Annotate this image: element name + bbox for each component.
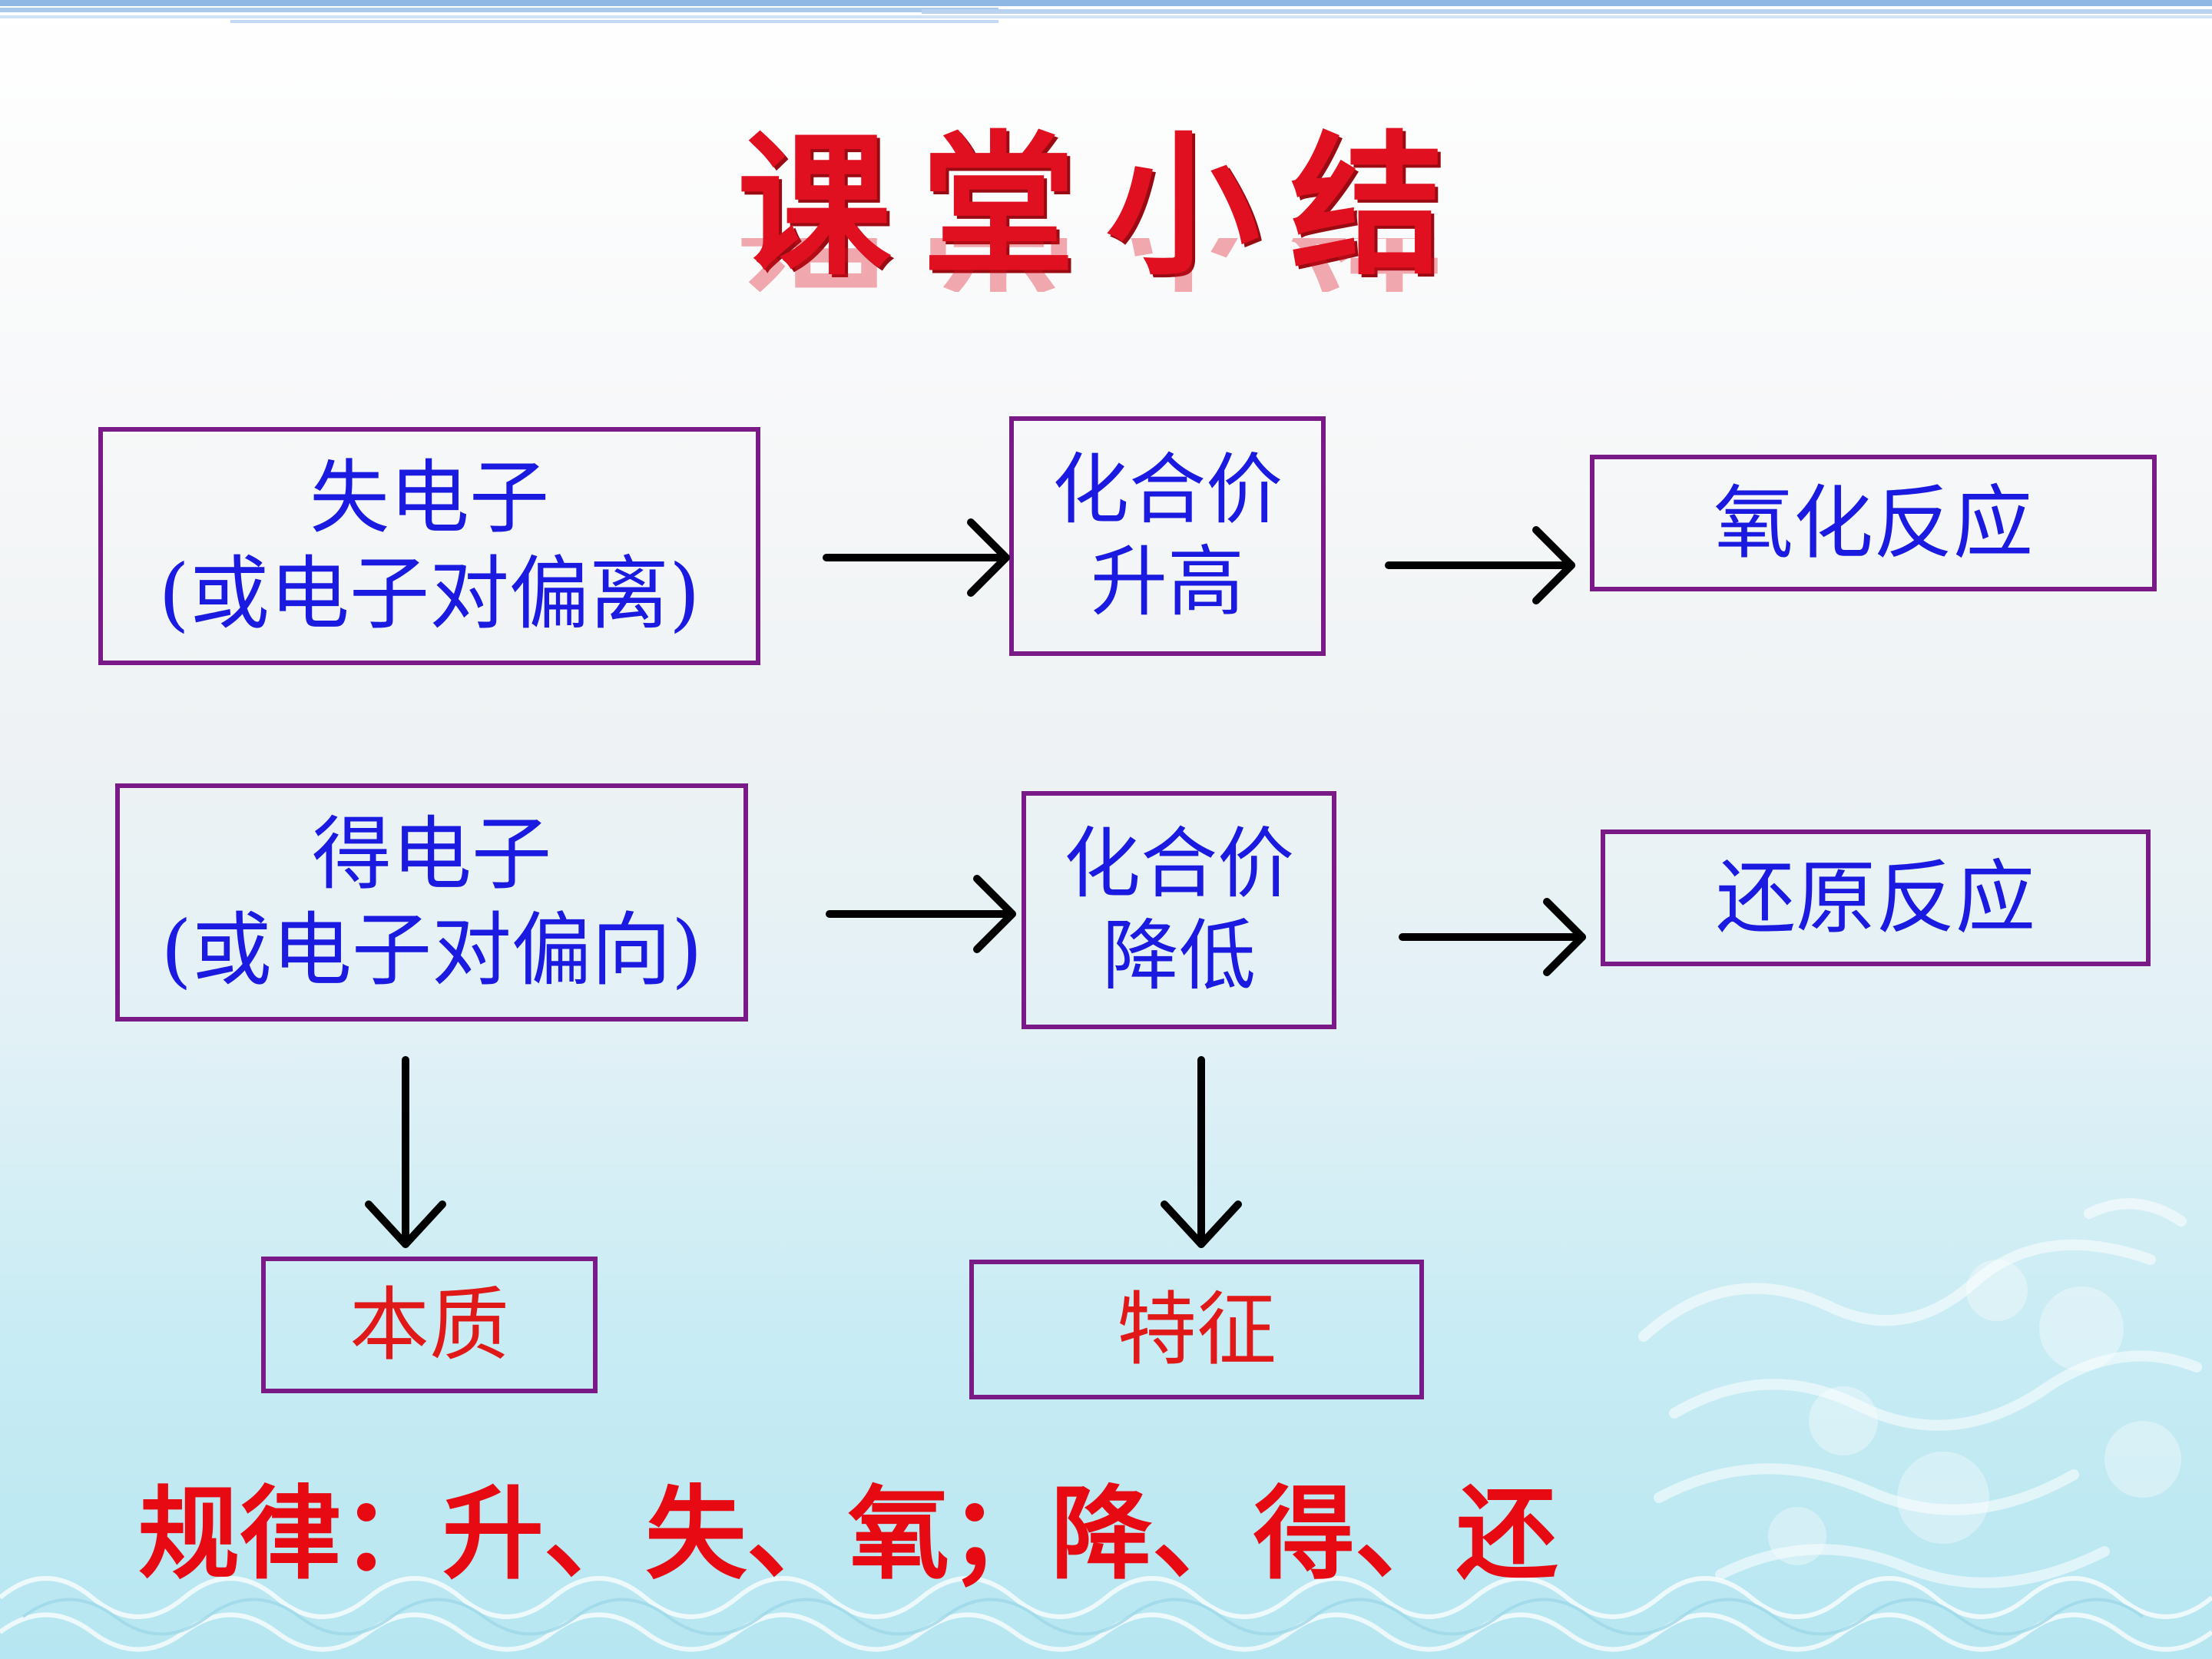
arrow-drop-to-reduction <box>1399 898 1586 976</box>
feature-box: 特征 <box>969 1260 1424 1399</box>
wave-decoration <box>0 1576 2212 1652</box>
lose-electrons-note: (或电子对偏离) <box>158 547 700 641</box>
gain-electrons-box: 得电子 (或电子对偏向) <box>115 783 748 1022</box>
arrow-down-to-essence <box>365 1056 446 1248</box>
summary-rule: 规律：升、失、氧；降、得、还 <box>138 1475 1558 1594</box>
valence-label-2: 化合价 <box>1064 819 1294 909</box>
lose-electrons-label: 失电子 <box>309 451 549 545</box>
valence-drop-box: 化合价 降低 <box>1022 791 1336 1029</box>
essence-box: 本质 <box>261 1257 598 1393</box>
dragon-decoration <box>1638 1198 2202 1588</box>
oxidation-box: 氧化反应 <box>1590 455 2157 591</box>
reduction-label: 还原反应 <box>1715 850 2035 945</box>
oxidation-label: 氧化反应 <box>1713 475 2033 570</box>
reduction-box: 还原反应 <box>1601 830 2151 966</box>
feature-label: 特征 <box>1116 1282 1277 1376</box>
valence-rise-box: 化合价 升高 <box>1009 416 1326 656</box>
arrow-gain-to-drop <box>826 875 1016 953</box>
valence-drop-label: 降低 <box>1102 911 1256 1001</box>
arrow-rise-to-oxidation <box>1385 526 1575 604</box>
lose-electrons-box: 失电子 (或电子对偏离) <box>98 427 760 665</box>
top-decorative-stripe <box>0 0 2212 26</box>
valence-label-1: 化合价 <box>1052 445 1283 535</box>
slide-title: 课堂小结 <box>737 118 1475 296</box>
arrow-lose-to-rise <box>823 518 1010 597</box>
valence-rise-label: 升高 <box>1091 537 1244 627</box>
gain-electrons-note: (或电子对偏向) <box>161 903 703 997</box>
arrow-down-to-feature <box>1161 1056 1242 1248</box>
essence-label: 本质 <box>349 1277 509 1372</box>
gain-electrons-label: 得电子 <box>311 807 551 902</box>
